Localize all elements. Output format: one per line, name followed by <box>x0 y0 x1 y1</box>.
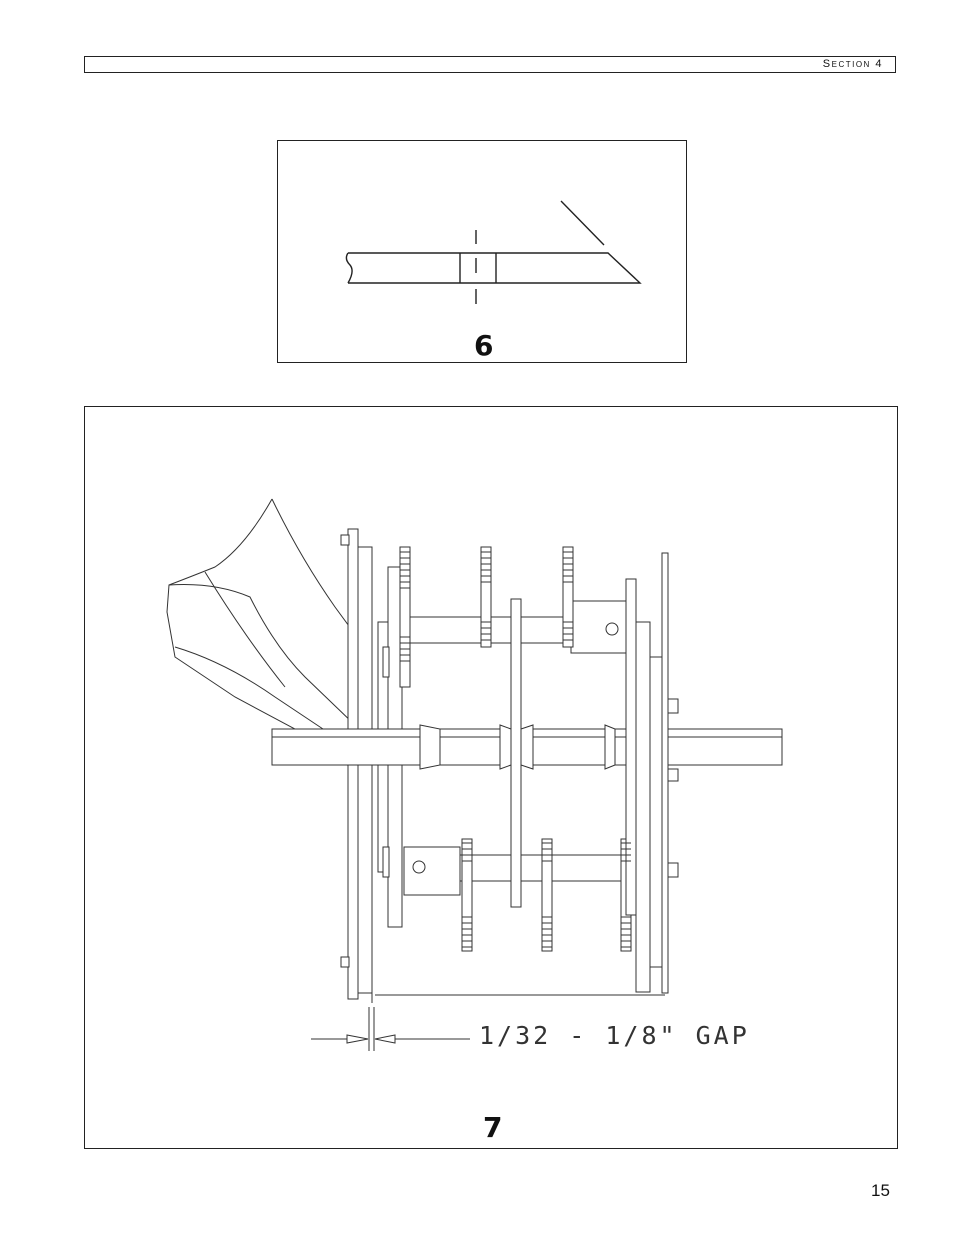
gap-dimension-label: 1/32 - 1/8" GAP <box>479 1021 750 1050</box>
section-title: Section 4 <box>823 57 883 72</box>
figure-7-number: 7 <box>483 1114 502 1142</box>
figure-7: 1/32 - 1/8" GAP 7 <box>84 406 898 1149</box>
section-header-bar: Section 4 <box>84 56 896 73</box>
figure-6-number: 6 <box>474 332 493 360</box>
figure-6: 6 <box>277 140 687 363</box>
page-number: 15 <box>871 1181 890 1201</box>
